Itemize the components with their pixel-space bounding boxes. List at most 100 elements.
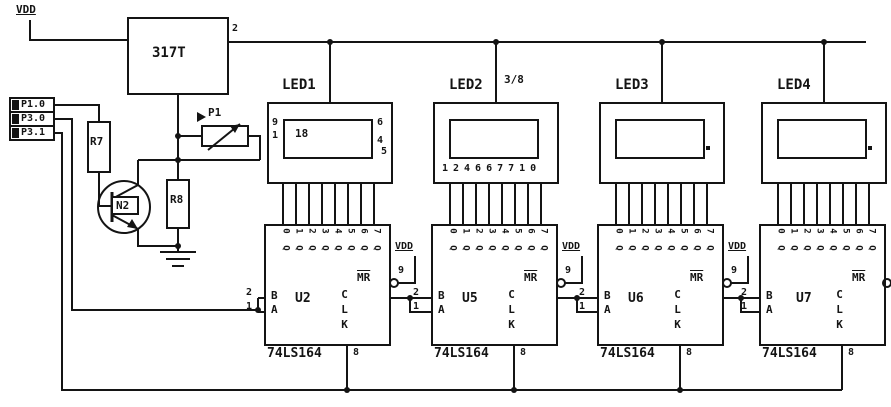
- ic-output-pin-number: 2: [473, 228, 484, 234]
- ic-mr-pin: 9: [398, 265, 405, 276]
- ic-output-pin-letter: Q: [538, 245, 549, 251]
- ic-part-number: 74LS164: [267, 346, 322, 361]
- ic-input-b: B: [604, 289, 611, 302]
- ic-pin-b-number: 2: [741, 287, 748, 298]
- ic-clk-label: CLK: [833, 288, 846, 333]
- clock-bus: [54, 132, 842, 391]
- ic-input-b: B: [271, 289, 278, 302]
- led-power-drops: [329, 42, 825, 103]
- led3-box: [599, 102, 725, 184]
- ic-output-pin-number: 1: [460, 228, 471, 234]
- led-pin-label: 5: [381, 146, 388, 157]
- ic-output-pin-letter: Q: [866, 245, 877, 251]
- ic-output-pin-number: 7: [371, 228, 382, 234]
- ic-output-pin-number: 2: [801, 228, 812, 234]
- ic-mr-label: MR: [357, 271, 371, 284]
- ic-pin-a-number: 1: [741, 301, 748, 312]
- ic-input-a: A: [766, 303, 773, 316]
- ic-mr-pin: 9: [731, 265, 738, 276]
- led-pin-label: 1: [272, 130, 279, 141]
- ic-part-number: 74LS164: [600, 346, 655, 361]
- vdd-top-label: VDD: [16, 3, 36, 16]
- ic-pin-b-number: 2: [579, 287, 586, 298]
- u5-mr-bubble: [556, 278, 566, 288]
- ic-clk-pin: 8: [520, 347, 527, 358]
- ic-output-pin-number: 5: [678, 228, 689, 234]
- ic-output-pin-number: 3: [486, 228, 497, 234]
- led-bottom-pin-numbers: 124667710: [442, 163, 542, 174]
- resistor-r7-label: R7: [90, 135, 104, 148]
- ic-output-pin-letter: Q: [678, 245, 689, 251]
- ic-output-pin-number: 2: [306, 228, 317, 234]
- ic-output-pin-number: 4: [332, 228, 343, 234]
- led4-dp-dot: [868, 146, 872, 150]
- u5-mr-vdd-wire: [565, 256, 583, 284]
- led-inner-pin-label: 18: [295, 127, 309, 140]
- ic-output-pin-number: 1: [788, 228, 799, 234]
- ic-clk-pin: 8: [848, 347, 855, 358]
- ic-input-a: A: [604, 303, 611, 316]
- ic-clk-pin: 8: [686, 347, 693, 358]
- ic-output-pin-number: 1: [293, 228, 304, 234]
- ic-input-a: A: [271, 303, 278, 316]
- ic-input-a: A: [438, 303, 445, 316]
- vdd-label: VDD: [728, 241, 747, 252]
- led-label: LED4: [777, 77, 811, 93]
- ic-output-pin-number: 5: [840, 228, 851, 234]
- ic-output-pin-number: 2: [639, 228, 650, 234]
- ic-output-pin-number: 3: [319, 228, 330, 234]
- ic-output-pin-number: 4: [499, 228, 510, 234]
- connector-pin-p31: P3.1: [21, 127, 46, 138]
- ic-output-pin-number: 0: [613, 228, 624, 234]
- ic-clk-pin: 8: [353, 347, 360, 358]
- led4-segment-wires: [777, 183, 870, 225]
- ic-output-pin-number: 1: [626, 228, 637, 234]
- ic-output-pin-letter: Q: [280, 245, 291, 251]
- ic-output-pin-number: 7: [704, 228, 715, 234]
- ic-output-pin-number: 6: [691, 228, 702, 234]
- u6-mr-vdd-wire: [731, 256, 749, 284]
- ic-pin-b-number: 2: [413, 287, 420, 298]
- ic-name: U2: [295, 291, 311, 306]
- ic-output-pin-letter: Q: [775, 245, 786, 251]
- ic-output-pin-letter: Q: [853, 245, 864, 251]
- transistor-label-box: [111, 196, 139, 215]
- ic-output-pin-letter: Q: [613, 245, 624, 251]
- resistor-r8-label: R8: [170, 193, 184, 206]
- ic-clk-label: CLK: [505, 288, 518, 333]
- regulator-label: 317T: [152, 45, 186, 61]
- ic-mr-label: MR: [524, 271, 538, 284]
- ic-output-pin-letter: Q: [486, 245, 497, 251]
- ic-output-pin-number: 0: [280, 228, 291, 234]
- led-label: LED3: [615, 77, 649, 93]
- ic-output-pin-letter: Q: [525, 245, 536, 251]
- led3-display-window: [615, 119, 705, 159]
- ic-pin-a-number: 1: [246, 301, 253, 312]
- led-pin-label: 6: [377, 117, 384, 128]
- ic-output-pin-number: 7: [538, 228, 549, 234]
- ground-symbol: [160, 251, 196, 267]
- ic-output-pin-number: 6: [853, 228, 864, 234]
- ic-output-pin-letter: Q: [704, 245, 715, 251]
- ic-output-pin-letter: Q: [293, 245, 304, 251]
- ic-pin-b-number: 2: [246, 287, 253, 298]
- ic-mr-pin: 9: [565, 265, 572, 276]
- led-pin-label: 9: [272, 117, 279, 128]
- ic-output-pin-letter: Q: [827, 245, 838, 251]
- pot-p1-label: P1: [208, 106, 222, 119]
- ic-output-pin-number: 6: [525, 228, 536, 234]
- ic-output-pin-letter: Q: [332, 245, 343, 251]
- led-pin-label: 4: [377, 135, 384, 146]
- pot-pointer: [197, 112, 206, 122]
- led3-segment-wires: [615, 183, 708, 225]
- ic-output-pin-letter: Q: [345, 245, 356, 251]
- ic-name: U6: [628, 291, 644, 306]
- led1-box: [267, 102, 393, 184]
